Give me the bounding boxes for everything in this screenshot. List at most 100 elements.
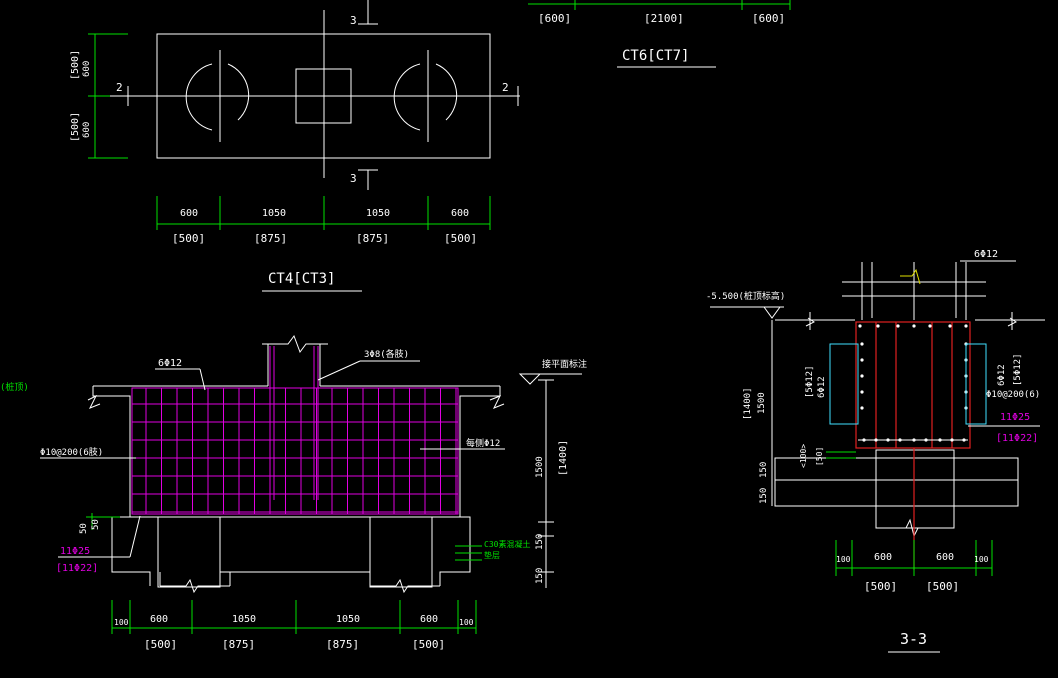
sec2-dim-2: 600: [150, 614, 168, 625]
sec3-side-left: [5Φ12]: [805, 365, 815, 398]
ct6-dim-1: [600]: [538, 12, 571, 25]
section-mark-bottom: 3: [350, 172, 357, 185]
rebar-dot: [912, 438, 916, 442]
sec3-dim-1500: 1500: [757, 392, 767, 414]
rebar-dot: [950, 438, 954, 442]
dim-50-a: 50: [79, 523, 89, 534]
dim-150-right: 150: [535, 534, 545, 550]
section-mark-top: 3: [350, 14, 357, 27]
plan-dim-3: 1050: [366, 208, 390, 219]
sec3-dim-150: 150: [759, 462, 769, 478]
side-dim-3: [500]: [70, 112, 81, 142]
rebar-dot: [896, 324, 900, 328]
plan-dim-alt-3: [875]: [356, 232, 389, 245]
rebar-dot: [886, 438, 890, 442]
side-dim-2: 600: [82, 61, 92, 77]
rebar-cage: [131, 387, 459, 515]
rebar-dot: [962, 438, 966, 442]
section-2-2: 6Φ12 3Φ8(各肢) 接平面标注 Φ10@200(6肢) 每侧Φ12 (桩顶…: [0, 334, 587, 651]
dim-1500: 1500: [535, 456, 545, 478]
sec3-stirrup: [855, 321, 971, 449]
ct6-dim-3: [600]: [752, 12, 785, 25]
rebar-dot: [938, 438, 942, 442]
pile-arc-right: [393, 63, 421, 131]
dim-50-b: 50: [91, 519, 101, 530]
pile-arc-left: [185, 63, 213, 131]
label-11phi22: [11Φ22]: [56, 563, 98, 574]
rebar-dot: [860, 374, 864, 378]
sec2-dim-6: 100: [459, 618, 474, 627]
pile-left: [157, 516, 221, 588]
title-ct6: CT6[CT7]: [622, 48, 689, 64]
cap-outline-section: [92, 386, 501, 586]
sec3-label-6phi12: 6Φ12: [974, 249, 998, 260]
sec3-left-100: <100>: [799, 444, 808, 468]
sec3-pile: [875, 449, 955, 529]
sec2-dim-alt-4: [500]: [412, 638, 445, 651]
axis-mark-left: 2: [116, 81, 123, 94]
label-concrete-2: 垫层: [484, 550, 500, 560]
sec3-dim-2: 600: [874, 552, 892, 563]
rebar-dot: [874, 438, 878, 442]
rebar-dot: [876, 324, 880, 328]
sec3-side-right2: [5Φ12]: [1013, 353, 1023, 386]
rebar-dot: [860, 358, 864, 362]
rebar-dot: [912, 324, 916, 328]
sec3-11phi25: 11Φ25: [1000, 412, 1030, 423]
sec3-side-bars-left: [829, 343, 859, 425]
label-elevation: 接平面标注: [542, 358, 587, 370]
label-11phi25: 11Φ25: [60, 546, 90, 557]
plan-dim-alt-2: [875]: [254, 232, 287, 245]
sec2-dim-4: 1050: [336, 614, 360, 625]
sec3-dim-4: 100: [974, 555, 989, 564]
sec3-dim-alt-2: [500]: [926, 580, 959, 593]
dim-150-right-b: 150: [535, 568, 545, 584]
sec3-dim-3: 600: [936, 552, 954, 563]
sec3-dim-1400: [1400]: [743, 387, 753, 420]
label-edge: (桩顶): [0, 381, 29, 393]
sec3-side-bars-right: [965, 343, 987, 425]
rebar-dot: [964, 324, 968, 328]
rebar-dot: [898, 438, 902, 442]
plan-dim-2: 1050: [262, 208, 286, 219]
sec3-left-50: [50]: [815, 447, 824, 466]
sec3-title: 3-3: [900, 630, 927, 648]
plan-dim-1: 600: [180, 208, 198, 219]
sec3-stirrup: Φ10@200(6): [986, 390, 1040, 400]
sec3-elevation: -5.500(桩顶标高): [706, 290, 785, 302]
label-6phi12: 6Φ12: [158, 358, 182, 369]
side-dim-1: [500]: [70, 50, 81, 80]
sec2-dim-5: 600: [420, 614, 438, 625]
label-side-bar: 每侧Φ12: [466, 437, 500, 449]
dim-1400: [1400]: [558, 440, 569, 476]
sec3-11phi22: [11Φ22]: [996, 433, 1038, 444]
label-concrete: C30素混凝土: [484, 539, 530, 549]
axis-mark-right: 2: [502, 81, 509, 94]
rebar-dot: [860, 390, 864, 394]
rebar-dot: [860, 406, 864, 410]
plan-dim-4: 600: [451, 208, 469, 219]
rebar-dot: [928, 324, 932, 328]
label-3phi8: 3Φ8(各肢): [364, 348, 409, 360]
rebar-dot: [860, 342, 864, 346]
ct6-fragment: [600] [2100] [600] CT6[CT7]: [528, 0, 791, 68]
sec2-dim-alt-1: [500]: [144, 638, 177, 651]
label-stirrup: Φ10@200(6肢): [40, 446, 103, 458]
sec3-pile-cap-base: [774, 457, 1019, 507]
sec2-dim-alt-3: [875]: [326, 638, 359, 651]
sec3-dim-150b: 150: [759, 488, 769, 504]
plan-dim-alt-1: [500]: [172, 232, 205, 245]
side-dim-4: 600: [82, 122, 92, 138]
sec2-dim-alt-2: [875]: [222, 638, 255, 651]
pile-right: [369, 516, 433, 588]
plan-dim-alt-4: [500]: [444, 232, 477, 245]
ct6-dim-2: [2100]: [644, 12, 684, 25]
sec3-dim-alt-1: [500]: [864, 580, 897, 593]
rebar-dot: [924, 438, 928, 442]
section-3-3: 6Φ12 -5.500(桩顶标高) [1400] 1500 [5Φ12] 6Φ1…: [706, 249, 1045, 653]
sec2-dim-1: 100: [114, 618, 129, 627]
rebar-dot: [948, 324, 952, 328]
rebar-dot: [858, 324, 862, 328]
title-ct4: CT4[CT3]: [268, 271, 335, 287]
